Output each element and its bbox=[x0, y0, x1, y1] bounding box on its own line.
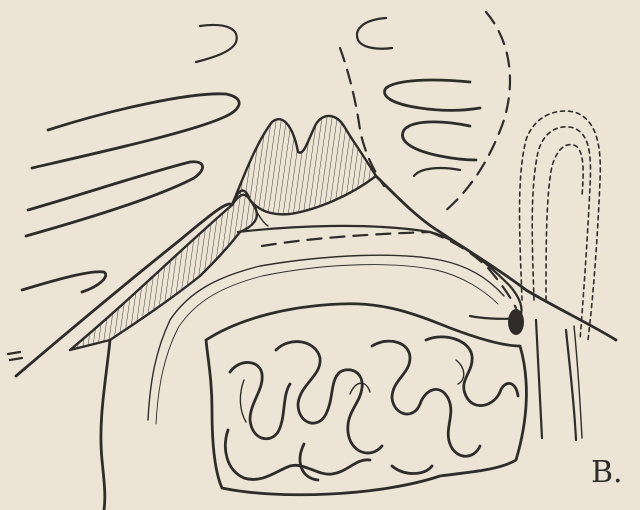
dark-oval bbox=[508, 309, 524, 335]
dotted-finger bbox=[520, 111, 601, 440]
coiled-loops bbox=[225, 337, 518, 480]
left-boundary bbox=[101, 340, 110, 510]
right-wave-strokes bbox=[357, 18, 480, 176]
hatched-double-peak bbox=[232, 116, 376, 214]
artist-signature: B. bbox=[591, 458, 623, 488]
